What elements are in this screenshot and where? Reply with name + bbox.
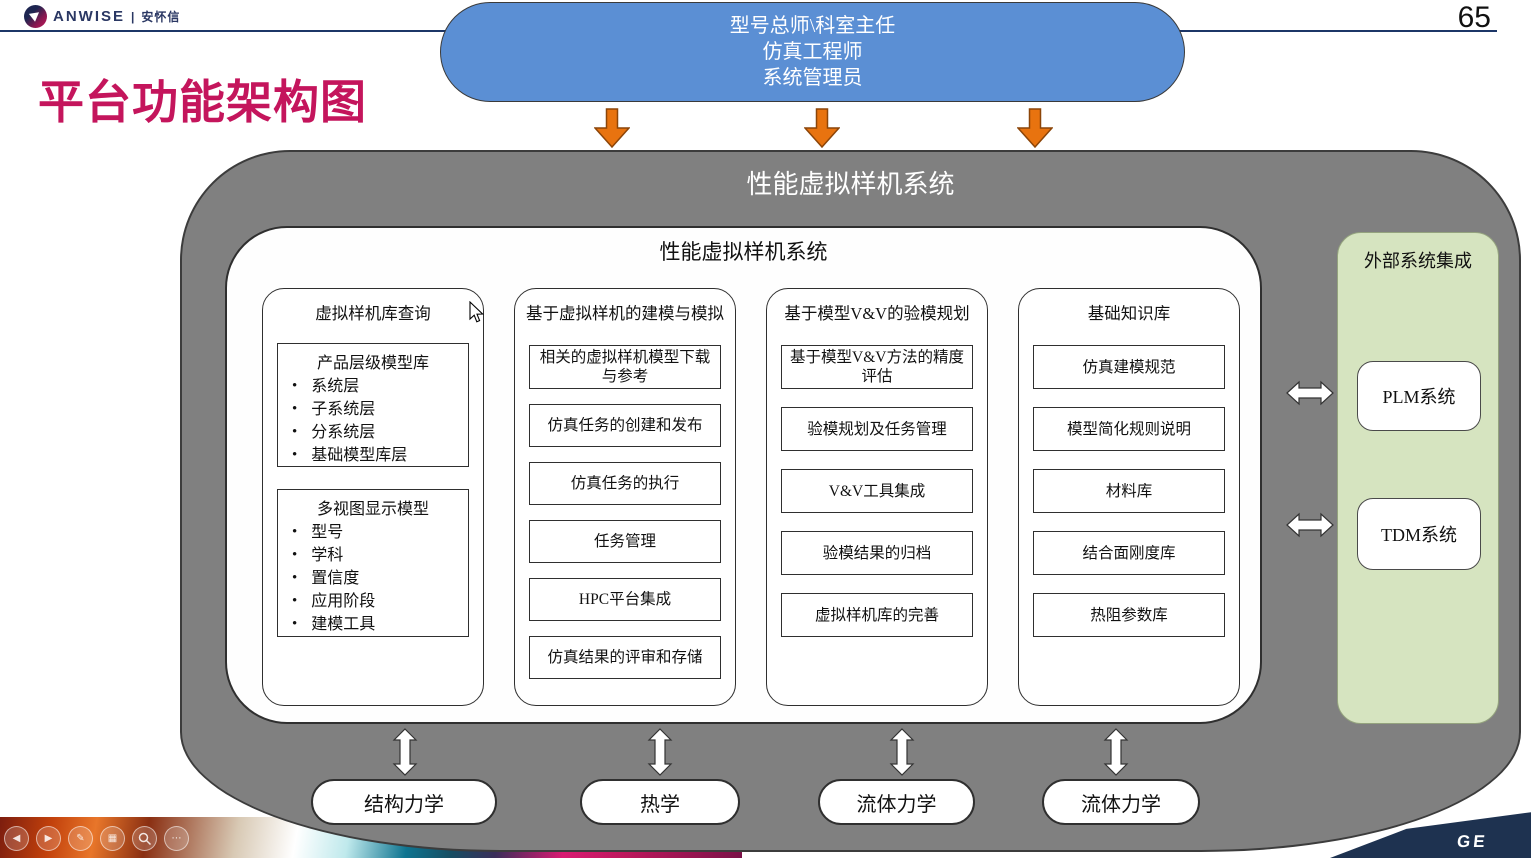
column-modeling-simulation: 基于虚拟样机的建模与模拟 相关的虚拟样机模型下载与参考 仿真任务的创建和发布 仿… xyxy=(514,288,736,706)
module-thermal: 热学 xyxy=(580,779,740,825)
see-all-slides-icon[interactable]: ▦ xyxy=(100,826,125,851)
group-multiview-model: 多视图显示模型 型号 学科 置信度 应用阶段 建模工具 xyxy=(277,489,469,637)
plm-system-box: PLM系统 xyxy=(1357,361,1481,431)
previous-slide-icon[interactable]: ◀ xyxy=(4,826,29,851)
double-arrow-vertical-icon xyxy=(647,728,673,776)
pen-icon[interactable]: ✎ xyxy=(68,826,93,851)
function-box: 材料库 xyxy=(1033,469,1225,513)
logo-brand-text: ANWISE xyxy=(53,8,125,25)
function-box: HPC平台集成 xyxy=(529,578,721,621)
down-arrow-icon xyxy=(594,108,630,148)
zoom-icon[interactable] xyxy=(132,826,157,851)
bullet-item: 学科 xyxy=(282,544,464,567)
anwise-logo: ANWISE | 安怀信 xyxy=(24,5,180,28)
module-fluid-mechanics-2: 流体力学 xyxy=(1042,779,1200,825)
module-fluid-mechanics-1: 流体力学 xyxy=(818,779,975,825)
column-header: 虚拟样机库查询 xyxy=(315,304,431,323)
group-title: 多视图显示模型 xyxy=(316,501,429,518)
function-box: 相关的虚拟样机模型下载与参考 xyxy=(529,345,721,389)
function-box: 虚拟样机库的完善 xyxy=(781,593,973,637)
down-arrow-icon xyxy=(1017,108,1053,148)
double-arrow-vertical-icon xyxy=(1103,728,1129,776)
group-product-model-library: 产品层级模型库 系统层 子系统层 分系统层 基础模型库层 xyxy=(277,343,469,467)
function-box: 仿真建模规范 xyxy=(1033,345,1225,389)
bullet-item: 应用阶段 xyxy=(282,590,464,613)
bullet-item: 系统层 xyxy=(282,375,464,398)
roles-capsule: 型号总师\科室主任 仿真工程师 系统管理员 xyxy=(440,2,1185,102)
function-box: 仿真任务的执行 xyxy=(529,462,721,505)
bullet-item: 建模工具 xyxy=(282,613,464,636)
tdm-system-box: TDM系统 xyxy=(1357,498,1481,570)
double-arrow-horizontal-icon xyxy=(1286,512,1334,538)
page-number: 65 xyxy=(1457,1,1491,34)
bullet-item: 置信度 xyxy=(282,567,464,590)
logo-cn-text: 安怀信 xyxy=(141,10,181,24)
function-box: 结合面刚度库 xyxy=(1033,531,1225,575)
column-header: 基础知识库 xyxy=(1087,304,1171,323)
bullet-item: 基础模型库层 xyxy=(282,444,464,467)
function-box: 仿真结果的评审和存储 xyxy=(529,636,721,679)
function-box: 验模规划及任务管理 xyxy=(781,407,973,451)
external-systems-panel: 外部系统集成 PLM系统 TDM系统 xyxy=(1337,232,1499,724)
double-arrow-vertical-icon xyxy=(392,728,418,776)
function-box: 验模结果的归档 xyxy=(781,531,973,575)
function-box: 热阻参数库 xyxy=(1033,593,1225,637)
footer-partial-text: GE xyxy=(1456,832,1490,851)
slide-title: 平台功能架构图 xyxy=(38,76,367,128)
function-box: 模型简化规则说明 xyxy=(1033,407,1225,451)
function-box: 仿真任务的创建和发布 xyxy=(529,404,721,447)
role-line-3: 系统管理员 xyxy=(762,67,863,89)
column-vv-planning: 基于模型V&V的验模规划 基于模型V&V方法的精度评估 验模规划及任务管理 V&… xyxy=(766,288,988,706)
column-knowledge-base: 基础知识库 仿真建模规范 模型简化规则说明 材料库 结合面刚度库 热阻参数库 xyxy=(1018,288,1240,706)
down-arrow-icon xyxy=(804,108,840,148)
bullet-item: 型号 xyxy=(282,521,464,544)
function-box: 基于模型V&V方法的精度评估 xyxy=(781,345,973,389)
external-panel-header: 外部系统集成 xyxy=(1364,251,1472,271)
next-slide-icon[interactable]: ▶ xyxy=(36,826,61,851)
bullet-item: 子系统层 xyxy=(282,398,464,421)
double-arrow-horizontal-icon xyxy=(1286,380,1334,406)
logo-divider: | xyxy=(131,9,136,24)
function-box: 任务管理 xyxy=(529,520,721,563)
role-line-2: 仿真工程师 xyxy=(762,41,863,63)
module-structural-mechanics: 结构力学 xyxy=(311,779,497,825)
outer-system-title: 性能虚拟样机系统 xyxy=(746,170,955,199)
mouse-cursor xyxy=(469,301,484,323)
double-arrow-vertical-icon xyxy=(889,728,915,776)
column-header: 基于虚拟样机的建模与模拟 xyxy=(526,304,724,323)
more-options-icon[interactable]: ⋯ xyxy=(164,826,189,851)
function-box: V&V工具集成 xyxy=(781,469,973,513)
anwise-logo-icon xyxy=(24,5,47,28)
column-virtual-prototype-query: 虚拟样机库查询 产品层级模型库 系统层 子系统层 分系统层 基础模型库层 多视图… xyxy=(262,288,484,706)
bullet-item: 分系统层 xyxy=(282,421,464,444)
inner-system-title: 性能虚拟样机系统 xyxy=(659,240,828,264)
group-title: 产品层级模型库 xyxy=(316,355,429,372)
presenter-toolbar: ◀ ▶ ✎ ▦ ⋯ xyxy=(4,826,189,851)
column-header: 基于模型V&V的验模规划 xyxy=(784,304,970,323)
role-line-1: 型号总师\科室主任 xyxy=(729,15,896,37)
